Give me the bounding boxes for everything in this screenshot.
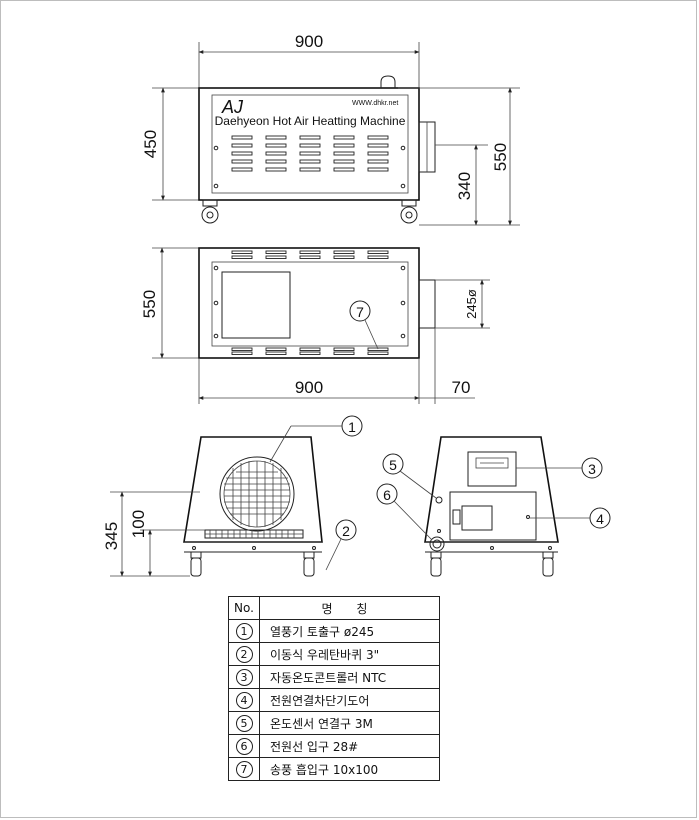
callout-2-label: 2: [342, 523, 350, 539]
side-view: 3 4 5 6: [376, 436, 611, 577]
table-row: 2 이동식 우레탄바퀴 3": [228, 642, 440, 666]
header-name: 명 칭: [259, 596, 440, 620]
top-height-dimension: 450: [141, 130, 160, 158]
row-number: 7: [235, 760, 253, 778]
row-number: 6: [235, 737, 253, 755]
top-vent-slots: [231, 135, 389, 172]
row-name: 전원선 입구 28#: [259, 734, 440, 758]
product-name-label: Daehyeon Hot Air Heatting Machine: [215, 114, 406, 128]
table-row: 5 온도센서 연결구 3M: [228, 711, 440, 735]
parts-table: No. 명 칭 1 열풍기 토출구 ø245 2 이동식 우레탄바퀴 3" 3 …: [228, 596, 440, 781]
fan-grille: [224, 461, 290, 527]
row-name: 온도센서 연결구 3M: [259, 711, 440, 735]
row-number: 5: [235, 714, 253, 732]
callout-4-label: 4: [596, 511, 604, 527]
row-name: 자동온도콘트롤러 NTC: [259, 665, 440, 689]
plan-width-dimension: 900: [295, 378, 323, 397]
row-name: 송풍 흡입구 10x100: [259, 757, 440, 781]
row-number: 1: [235, 622, 253, 640]
inlet-height-dimension: 100: [129, 510, 148, 538]
top-width-dimension: 900: [295, 32, 323, 51]
row-number: 4: [235, 691, 253, 709]
plan-view: 550 245ø: [140, 247, 490, 404]
callout-5-label: 5: [389, 457, 397, 473]
outlet-height-dimension: 340: [455, 172, 474, 200]
front-inlet-slots: [209, 530, 295, 538]
row-name: 이동식 우레탄바퀴 3": [259, 642, 440, 666]
callout-1-label: 1: [348, 419, 356, 435]
callout-6-label: 6: [383, 487, 391, 503]
table-row: 4 전원연결차단기도어: [228, 688, 440, 712]
table-row: 3 자동온도콘트롤러 NTC: [228, 665, 440, 689]
duct-length-dimension: 70: [452, 378, 471, 397]
callout-2: [335, 519, 357, 541]
table-row: 7 송풍 흡입구 10x100: [228, 757, 440, 781]
row-name: 전원연결차단기도어: [259, 688, 440, 712]
row-number: 2: [235, 645, 253, 663]
table-row: 6 전원선 입구 28#: [228, 734, 440, 758]
plan-top-vent-slots: [231, 250, 389, 259]
website-label: WWW.dhkr.net: [352, 100, 398, 107]
callout-5: [382, 453, 404, 475]
front-height-dimension: 345: [102, 522, 121, 550]
row-name: 열풍기 토출구 ø245: [259, 619, 440, 643]
company-logo: AJ: [221, 97, 244, 117]
total-height-dimension: 550: [491, 143, 510, 171]
table-row: 1 열풍기 토출구 ø245: [228, 619, 440, 643]
plan-bottom-vent-slots: [231, 347, 389, 355]
callout-6: [376, 483, 398, 505]
callout-7: [349, 300, 371, 322]
callout-7-label: 7: [356, 304, 364, 320]
callout-3-label: 3: [588, 461, 596, 477]
plan-height-dimension: 550: [140, 290, 159, 318]
row-number: 3: [235, 668, 253, 686]
duct-diameter-dimension: 245ø: [464, 289, 479, 319]
top-elevation-view: 900 450 AJ WWW.dhkr.net Daehyeon Hot Air…: [141, 32, 520, 226]
header-no: No.: [228, 596, 260, 620]
parts-table-header: No. 명 칭: [228, 596, 440, 620]
front-view: 1 2 345 100: [102, 415, 363, 577]
